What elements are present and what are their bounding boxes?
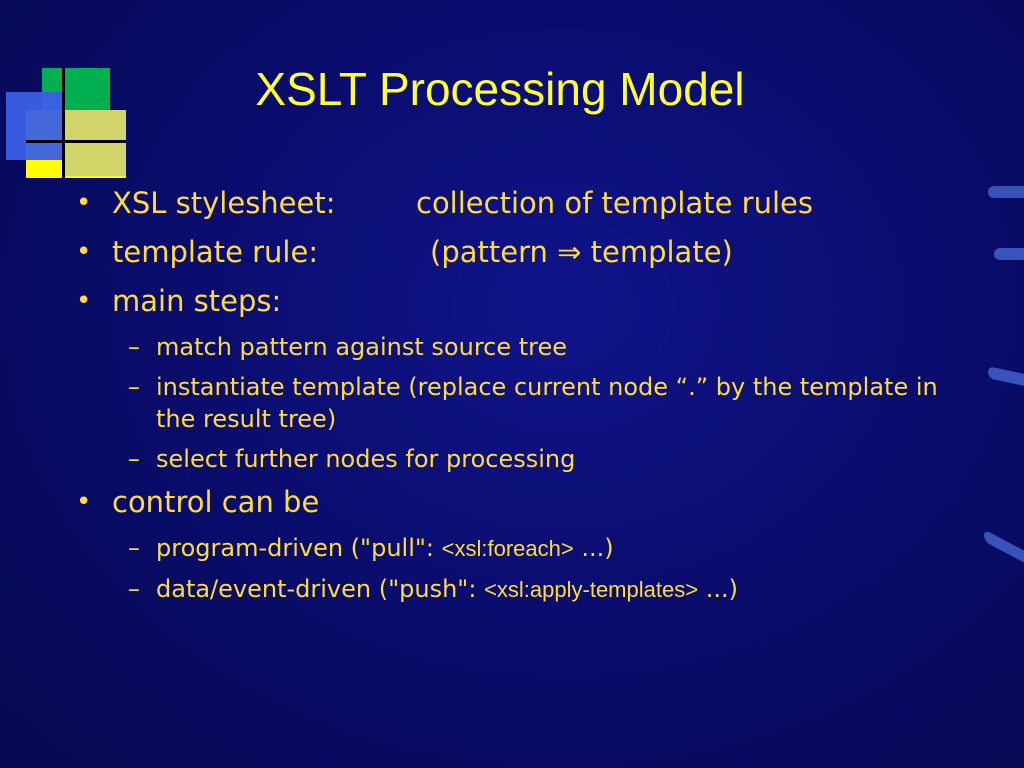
sub-bullet-item: – data/event-driven ("push": <xsl:apply-… — [76, 573, 956, 606]
sub-bullet-item: – program-driven ("pull": <xsl:foreach> … — [76, 532, 956, 565]
sub-bullet-item: – match pattern against source tree — [76, 331, 956, 363]
bullet-desc: template) — [581, 235, 733, 269]
bullet-desc: collection of template rules — [416, 186, 813, 220]
logo-horizontal-line — [26, 140, 126, 143]
bullet-term: main steps: — [112, 284, 282, 318]
logo-blue-square — [6, 92, 64, 160]
sub-bullet-text: data/event-driven ("push": — [156, 575, 485, 603]
dash-icon: – — [128, 575, 140, 603]
bullet-icon: • — [76, 188, 92, 218]
implies-arrow-icon: ⇒ — [557, 235, 582, 269]
bullet-term: XSL stylesheet: — [112, 186, 336, 220]
logo-blocks — [0, 0, 140, 190]
logo-grey-square — [64, 110, 126, 176]
edge-decoration — [988, 186, 1024, 198]
edge-decoration — [984, 529, 1024, 563]
slide-title: XSLT Processing Model — [255, 63, 745, 115]
sub-bullet-strong: instantiate template — [156, 373, 401, 401]
dash-icon: – — [128, 445, 140, 473]
sub-bullet-text: ...) — [698, 575, 738, 603]
bullet-desc: (pattern — [430, 235, 558, 269]
bullet-item: • main steps: — [76, 282, 956, 320]
sub-bullet-rest: (replace current node “.” by the templat… — [156, 373, 938, 433]
sub-bullet-item: – instantiate template (replace current … — [76, 371, 956, 435]
xsl-tag: <xsl:foreach> — [441, 536, 574, 561]
bullet-item: • template rule: (pattern ⇒ template) — [76, 233, 956, 271]
bullet-icon: • — [76, 286, 92, 316]
sub-bullet-rest: against source tree — [327, 333, 568, 361]
bullet-term: template rule: — [112, 235, 319, 269]
bullet-item: • control can be — [76, 483, 956, 521]
bullet-item: • XSL stylesheet: collection of template … — [76, 184, 956, 222]
slide-content: • XSL stylesheet: collection of template … — [76, 184, 956, 614]
xsl-tag: <xsl:apply-templates> — [484, 577, 699, 602]
sub-bullet-strong: select further nodes — [156, 445, 398, 473]
sub-bullet-rest: for processing — [397, 445, 576, 473]
dash-icon: – — [128, 534, 140, 562]
sub-bullet-text: ...) — [573, 534, 614, 562]
logo-vertical-line — [62, 68, 65, 178]
sub-bullet-item: – select further nodes for processing — [76, 443, 956, 475]
sub-bullet-text: program-driven ("pull": — [156, 534, 442, 562]
edge-decoration — [994, 248, 1024, 260]
bullet-term: control can be — [112, 485, 320, 519]
bullet-icon: • — [76, 487, 92, 517]
edge-decoration — [988, 366, 1024, 386]
dash-icon: – — [128, 333, 140, 361]
sub-bullet-strong: match pattern — [156, 333, 328, 361]
bullet-icon: • — [76, 237, 92, 267]
dash-icon: – — [128, 373, 140, 401]
